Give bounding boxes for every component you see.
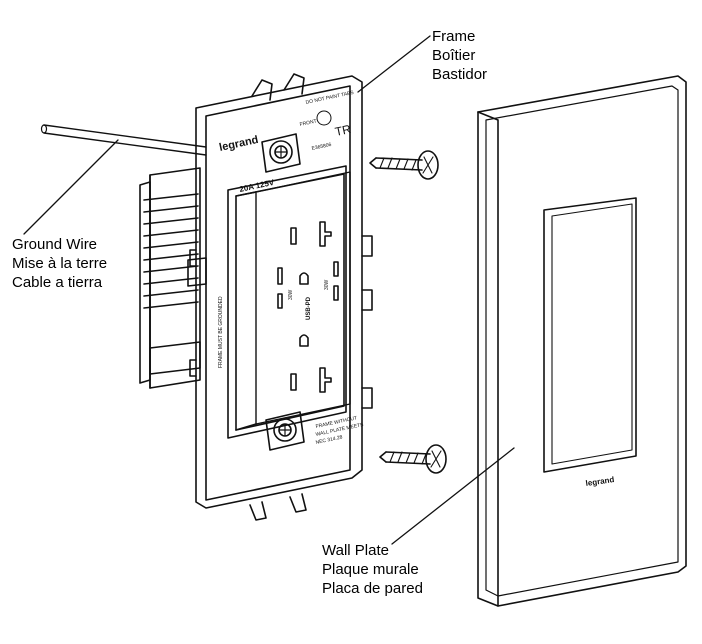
- mounting-frame: [189, 73, 373, 521]
- frame-grounded-label: FRAME MUST BE GROUNDED: [218, 296, 224, 368]
- wall-plate-leader-line: [391, 447, 515, 545]
- tr-mark: TR: [334, 122, 353, 139]
- frame-label-es: Bastidor: [432, 66, 488, 83]
- wall-plate-label-fr: Plaque murale: [322, 561, 419, 578]
- device-housing: [139, 167, 207, 389]
- wall-plate-label-es: Placa de pared: [322, 580, 423, 597]
- listing-number-label: E365806: [311, 142, 332, 152]
- wall-plate-label-en: Wall Plate: [322, 542, 389, 559]
- usb-a-port-lower: [277, 293, 283, 309]
- ground-wire: [40, 124, 207, 156]
- lower-neutral-slot: [290, 373, 297, 391]
- upper-screw: [369, 150, 439, 180]
- front-label: FRONT: [299, 119, 317, 128]
- lower-hot-slot: [319, 367, 332, 393]
- upper-outlet: [290, 221, 332, 285]
- ul-listing-icon: [316, 110, 332, 126]
- do-not-paint-label: DO NOT PAINT TABS: [305, 90, 355, 106]
- frame-label-fr: Boîtier: [432, 47, 476, 64]
- upper-mounting-screw-boss: [261, 133, 301, 173]
- ground-wire-label-fr: Mise à la terre: [12, 255, 108, 272]
- usb-a-port: [277, 267, 283, 285]
- wall-plate-opening: [543, 197, 637, 473]
- upper-ground-slot: [299, 272, 309, 285]
- lower-ground-slot: [299, 334, 309, 347]
- usb-c-power-label: 30W: [324, 279, 330, 290]
- usb-c-port: [333, 261, 339, 277]
- lower-screw: [379, 444, 447, 474]
- wall-plate-callout: Wall Plate Plaque murale Placa de pared: [322, 541, 423, 598]
- nec-label: NEC 314.28: [315, 434, 343, 446]
- wall-plate-brand-label: legrand: [585, 475, 615, 488]
- usb-a-power-label: 30W: [288, 289, 294, 300]
- ground-wire-leader-line: [23, 139, 119, 235]
- usb-pd-label: USB-PD: [306, 296, 312, 320]
- frame-label-en: Frame: [432, 28, 476, 45]
- wall-plate: [477, 75, 687, 607]
- frame-callout: Frame Boîtier Bastidor: [432, 27, 487, 84]
- receptacle-body: [227, 165, 351, 439]
- lower-outlet: [290, 334, 332, 393]
- ground-wire-label-es: Cable a tierra: [12, 274, 103, 291]
- ground-wire-callout: Ground Wire Mise à la terre Cable a tier…: [12, 235, 107, 292]
- upper-hot-slot: [319, 221, 332, 247]
- upper-neutral-slot: [290, 227, 297, 245]
- ground-wire-label-en: Ground Wire: [12, 236, 98, 253]
- frame-leader-line: [357, 35, 431, 93]
- usb-ports: [277, 261, 339, 309]
- usb-c-port-lower: [333, 285, 339, 301]
- device-brand-label: legrand: [218, 134, 259, 154]
